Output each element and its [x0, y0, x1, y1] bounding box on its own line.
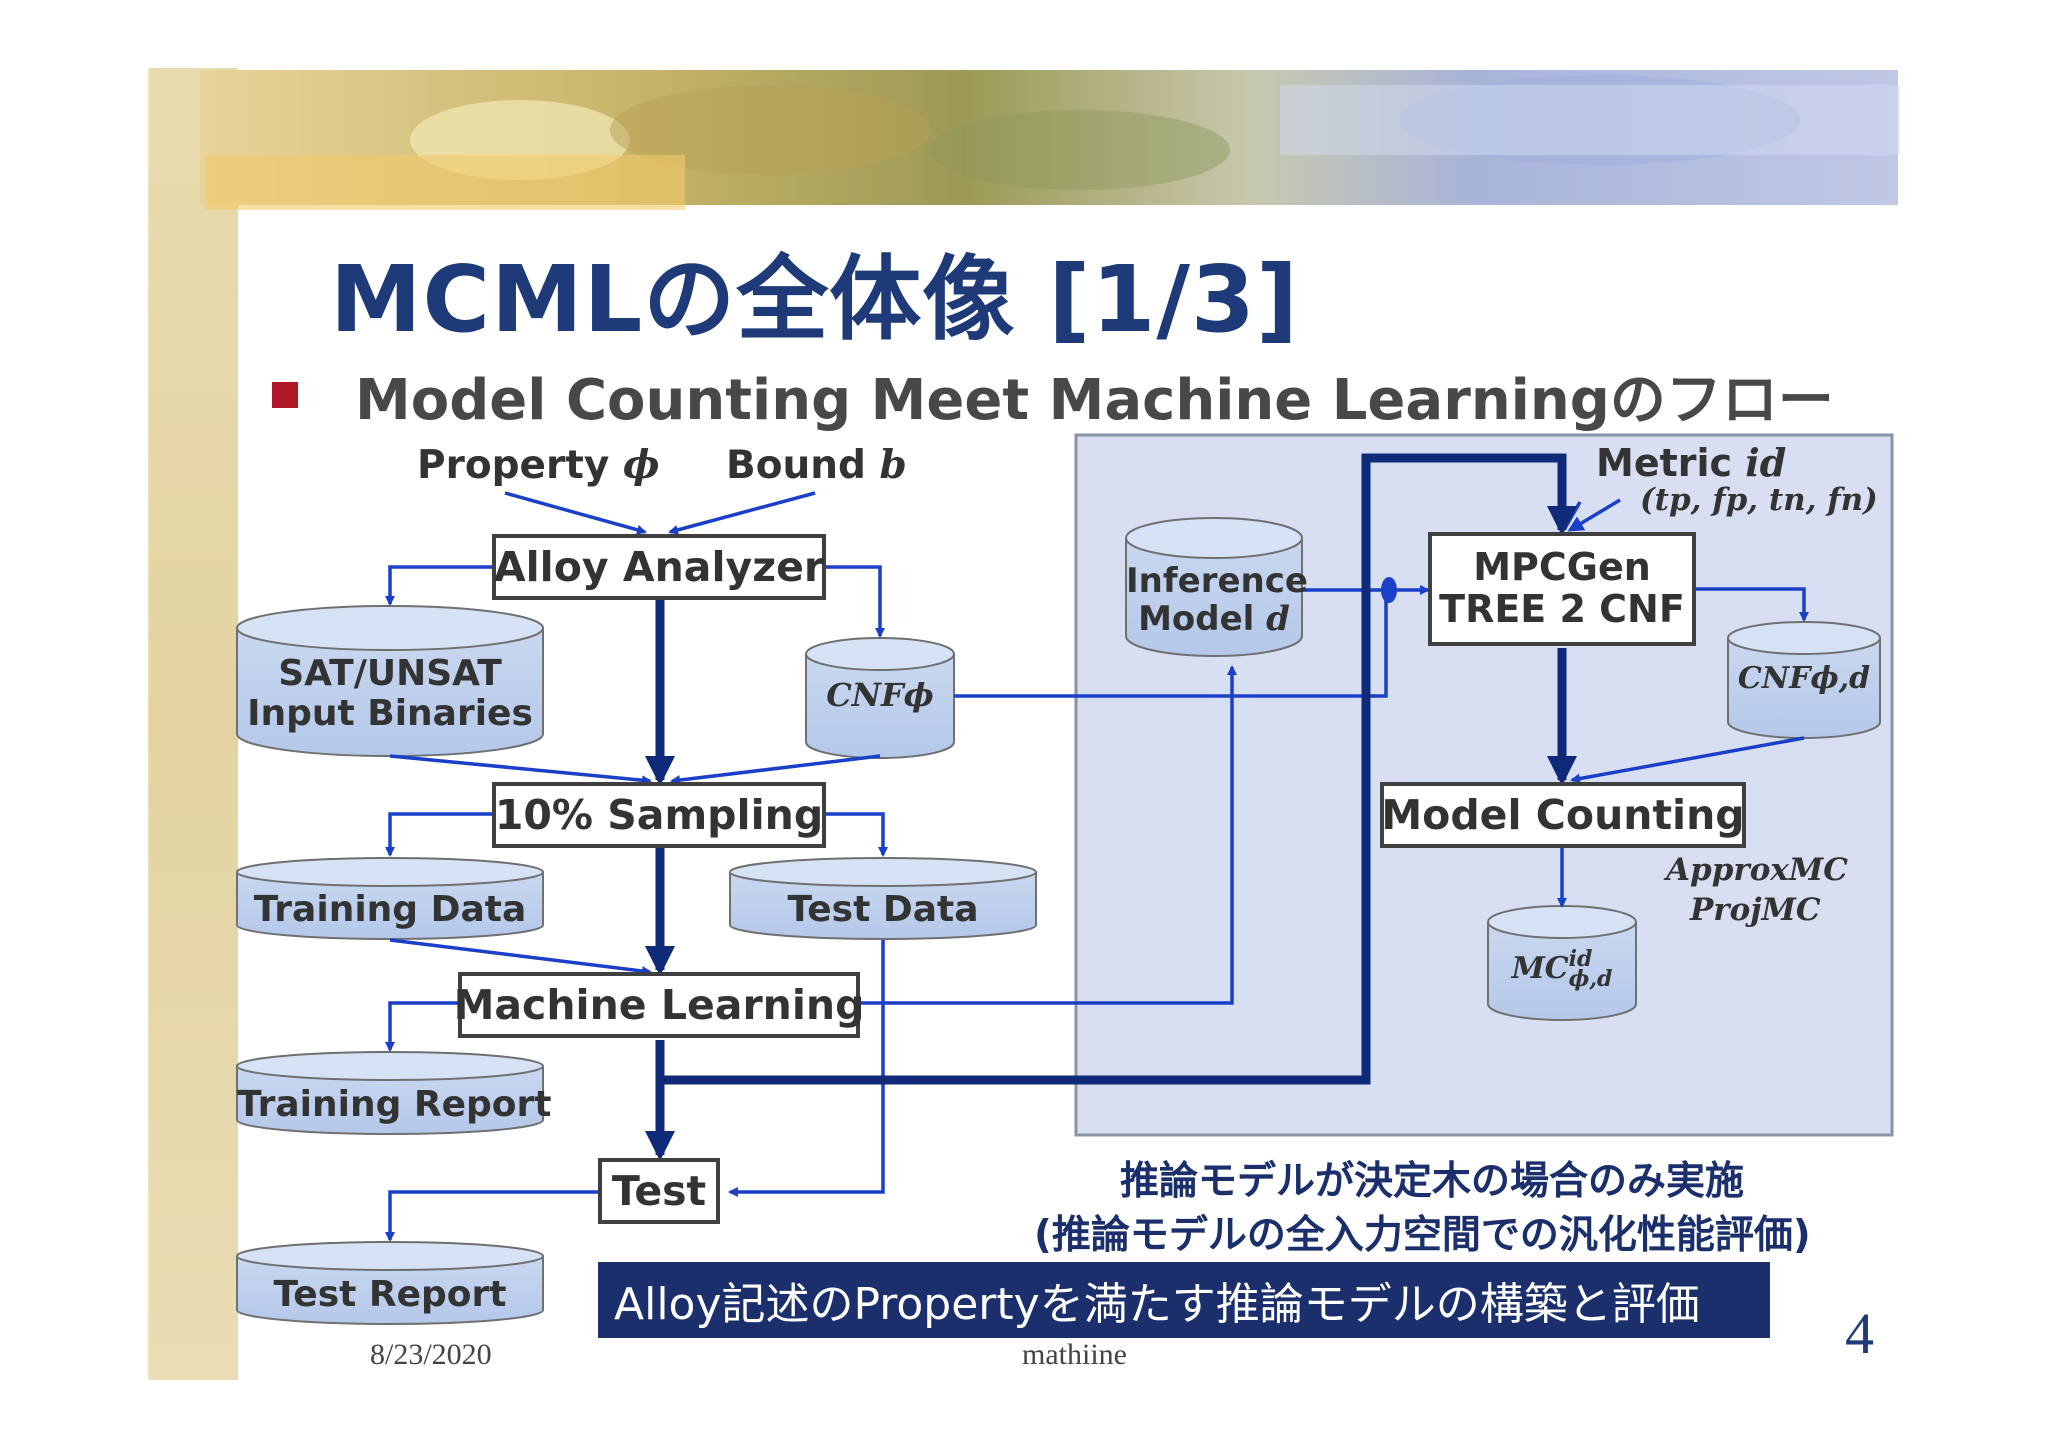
footer-author: mathiine: [1022, 1338, 1127, 1371]
training-data-cylinder: [236, 857, 544, 940]
test-report-cylinder: [236, 1241, 544, 1325]
thin-connectors: [385, 491, 1809, 1242]
note-line-1: 推論モデルが決定木の場合のみ実施: [1120, 1159, 1745, 1204]
test-box: Test: [598, 1158, 720, 1224]
bound-label: Bound b: [726, 442, 907, 488]
slide-title: MCMLの全体像 [1/3]: [330, 246, 1299, 353]
summary-banner: Alloy記述のPropertyを満たす推論モデルの構築と評価: [598, 1262, 1770, 1338]
bullet-icon: [272, 382, 298, 408]
training-report-cylinder: [236, 1051, 544, 1135]
sat-unsat-cylinder: [236, 605, 544, 757]
cnf-phi-d-cylinder: [1727, 621, 1881, 739]
test-report-label: Test Report: [273, 1274, 507, 1315]
test-data-cylinder: [729, 857, 1037, 940]
sampling-box: 10% Sampling: [492, 782, 826, 848]
machine-learning-box: Machine Learning: [454, 972, 864, 1038]
cnf-phi-label: CNFϕ: [826, 676, 934, 714]
footer-date: 8/23/2020: [370, 1338, 492, 1371]
model-counting-box: Model Counting: [1380, 782, 1746, 848]
metric-label: Metric id: [1596, 440, 1787, 485]
inference-model-cylinder: [1125, 517, 1303, 657]
slide-subtitle: Model Counting Meet Machine Learningのフロー: [355, 368, 1834, 433]
parchment-left-strip: [148, 68, 238, 1380]
page-number: 4: [1845, 1301, 1874, 1366]
mc-result-cylinder: [1487, 905, 1637, 1021]
inference-model-label: Inference Model d: [1126, 561, 1308, 640]
approxmc-label: ApproxMC: [1666, 852, 1848, 888]
sat-unsat-label: SAT/UNSAT Input Binaries: [247, 653, 533, 735]
alloy-analyzer-box: Alloy Analyzer: [492, 534, 826, 600]
metric-params-label: (tp, fp, tn, fn): [1640, 482, 1878, 518]
thick-connectors: [645, 453, 1577, 1161]
mpcgen-box: MPCGen TREE 2 CNF: [1428, 532, 1696, 646]
training-data-label: Training Data: [253, 889, 527, 930]
property-label: Property ϕ: [417, 442, 660, 488]
note-line-2: (推論モデルの全入力空間での汎化性能評価): [1034, 1213, 1811, 1258]
cnf-phi-cylinder: [805, 637, 955, 759]
training-report-label: Training Report: [237, 1084, 552, 1125]
projmc-label: ProjMC: [1690, 892, 1821, 928]
test-data-label: Test Data: [787, 889, 979, 930]
cnf-phi-d-label: CNFϕ,d: [1737, 661, 1871, 696]
